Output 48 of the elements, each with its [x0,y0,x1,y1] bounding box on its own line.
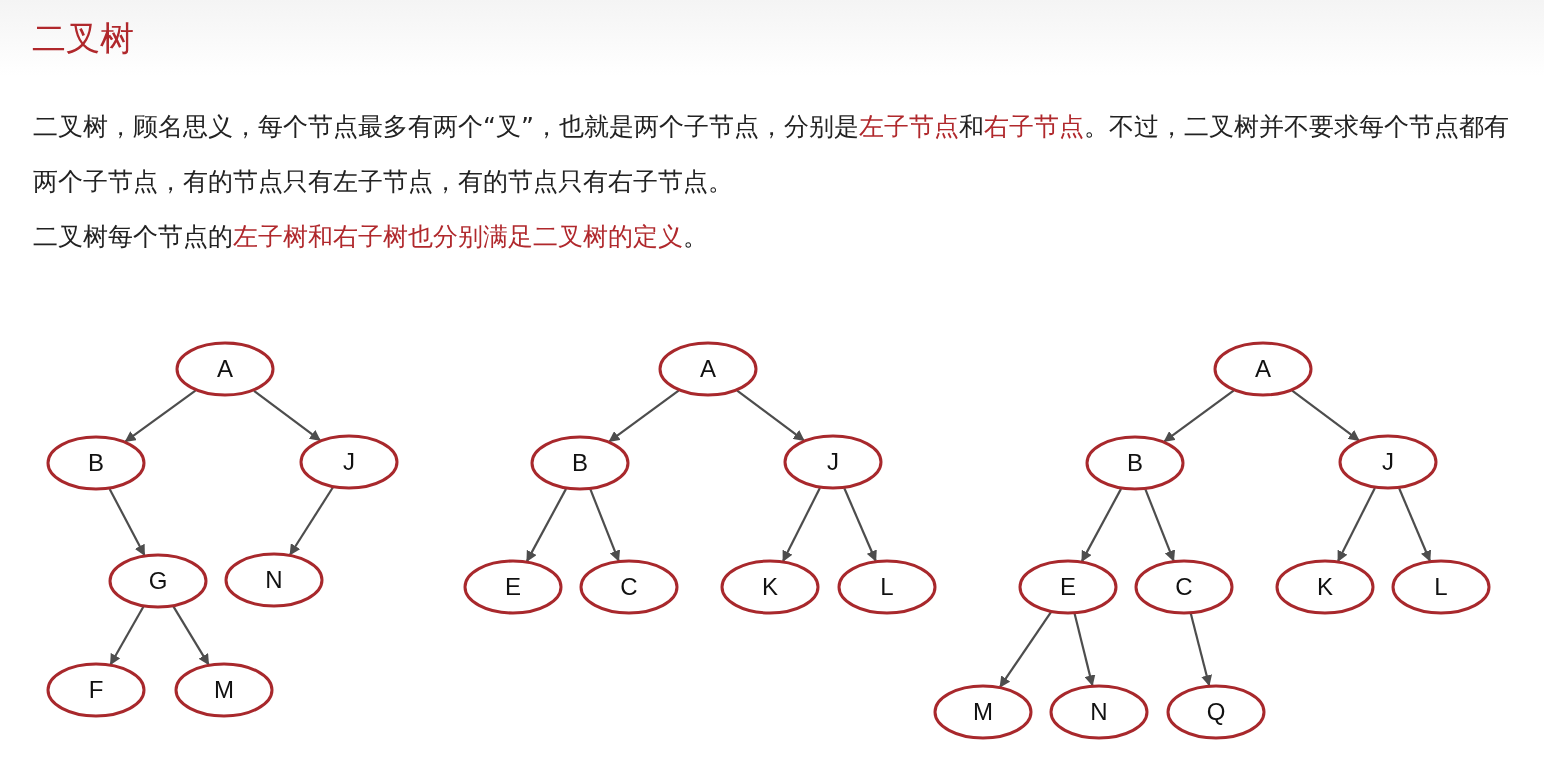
node-label: F [87,676,105,704]
node-label: J [1381,448,1395,476]
node-label: K [761,573,779,601]
node-label: Q [1205,698,1227,726]
node-label: J [342,448,356,476]
arrow [1081,488,1122,563]
node-label: E [504,573,522,601]
arrow [608,389,680,443]
arrow [1398,487,1432,562]
arrow [109,606,145,666]
arrow [1163,389,1235,443]
arrow [526,488,567,563]
arrow [999,611,1052,688]
node-label: K [1316,573,1334,601]
page-title: 二叉树 [32,17,134,60]
arrow [1189,613,1213,687]
arrow [108,488,146,557]
node-label: M [213,676,235,704]
arrow [172,606,210,666]
paragraph: 二叉树，顾名思义，每个节点最多有两个“叉”，也就是两个子节点，分别是左子节点和右子节点。不过，二叉树并不要求每个节点都有两个子节点，有的节点只有左子节点，有的节点只有右子节点。 [33,111,1510,198]
node-label: A [216,355,234,383]
arrow [124,389,197,443]
node-label: N [1089,698,1109,726]
node-label: M [972,698,994,726]
arrow [589,488,621,562]
node-label: B [571,449,589,477]
node-label: B [87,449,105,477]
node-label: A [699,355,717,383]
node-label: G [147,567,169,595]
arrow [253,389,321,442]
node-label: J [826,448,840,476]
node-label: A [1254,355,1272,383]
arrow [1144,488,1176,562]
node-label: C [1174,573,1194,601]
arrow [843,487,877,562]
node-label: E [1059,573,1077,601]
arrow [782,487,821,562]
node-label: L [879,573,895,601]
arrow [1291,389,1360,442]
node-label: L [1433,573,1449,601]
arrow [1337,487,1376,562]
node-label: N [264,566,284,594]
paragraph: 二叉树每个节点的左子树和右子树也分别满足二叉树的定义。 [33,221,709,253]
arrow [736,389,805,442]
arrow [1073,613,1096,687]
node-label: B [1126,449,1144,477]
arrow [289,486,334,556]
node-label: C [619,573,639,601]
